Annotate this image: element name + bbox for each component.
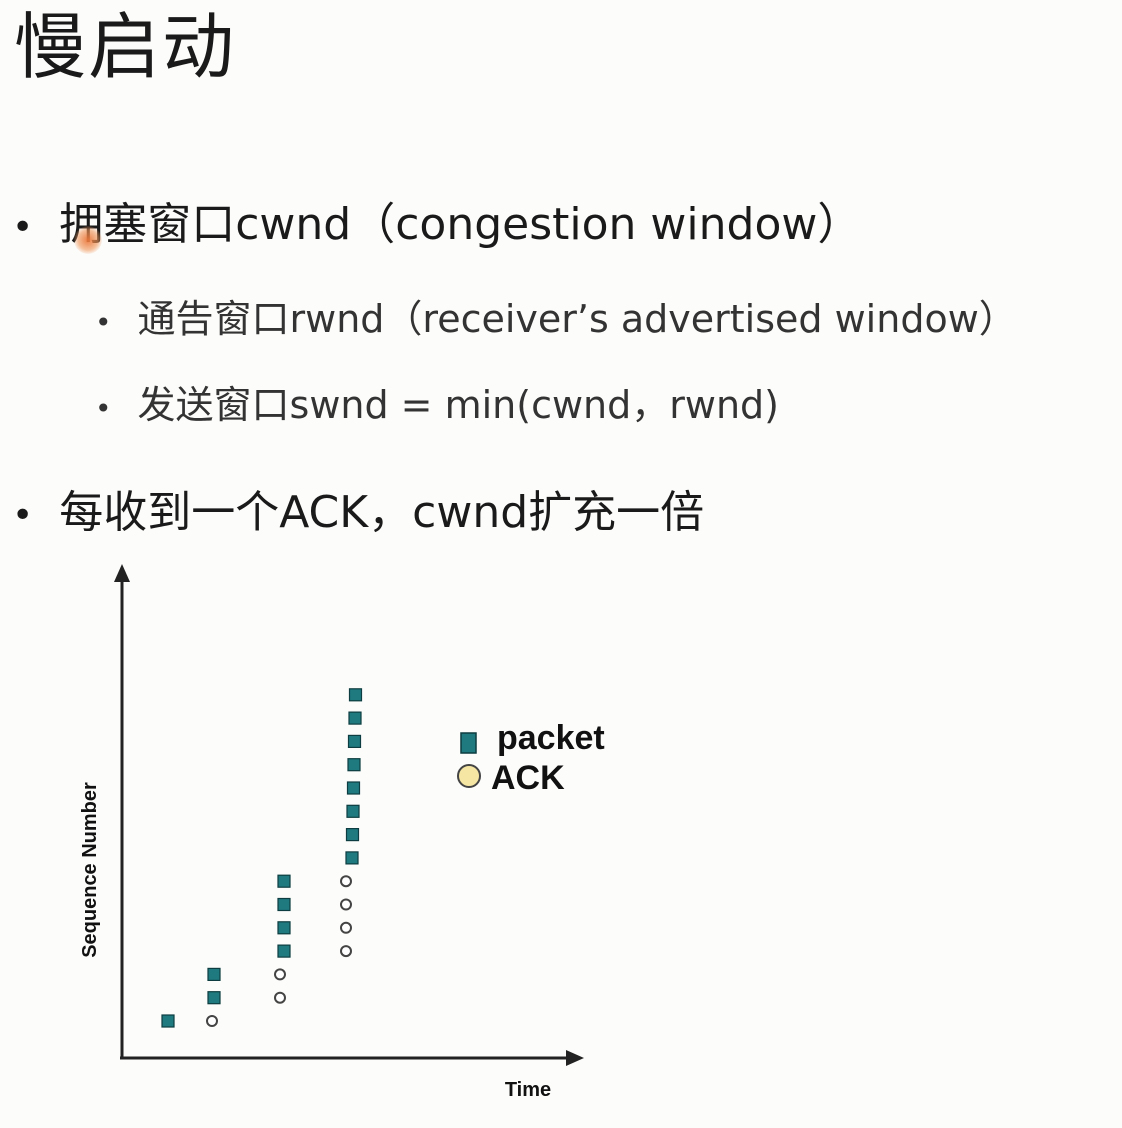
y-axis-arrow-icon [114,564,130,582]
ack-mark [274,991,286,1004]
packet-mark [277,874,291,888]
packet-mark [347,758,361,772]
bullet-cwnd: • 拥塞窗口cwnd（congestion window） [12,188,861,252]
packet-mark [345,828,360,842]
legend: packet ACK [457,719,605,797]
bullet-text: 拥塞窗口cwnd（congestion window） [59,199,862,250]
packet-mark [348,711,362,725]
ack-mark [340,875,352,888]
ack-mark [340,898,352,911]
legend-packet-label: packet [497,719,605,757]
packet-mark [348,688,363,702]
bullet-dot-icon: • [95,306,112,339]
slow-start-chart: Time Sequence Number packet ACK [79,564,605,1101]
bullet-rwnd: • 通告窗口rwnd（receiver’s advertised window） [95,288,1017,343]
ack-mark [340,945,352,958]
bullet-dot-icon: • [12,495,34,536]
mouse-cursor-icon [74,226,102,254]
ack-mark [340,921,352,934]
slide-title: 慢启动 [14,5,237,89]
packet-mark [346,781,361,795]
bullet-swnd: • 发送窗口swnd = min(cwnd，rwnd) [95,374,779,429]
bullet-text: 通告窗口rwnd（receiver’s advertised window） [137,297,1017,341]
x-axis-arrow-icon [566,1050,584,1066]
packet-mark [346,804,360,818]
x-axis-label: Time [505,1079,551,1101]
packet-mark [277,944,291,958]
legend-ack-swatch [457,764,481,788]
packet-mark [277,897,291,912]
ack-mark [206,1015,218,1027]
packet-mark [207,967,221,981]
y-axis-label: Sequence Number [79,782,101,958]
ack-mark [274,968,286,981]
packet-mark [161,1014,175,1028]
bullet-ack-doubling: • 每收到一个ACK，cwnd扩充一倍 [12,476,704,540]
packet-mark [345,851,359,865]
packet-mark [207,991,221,1005]
legend-packet-swatch [460,732,477,754]
packet-mark [277,921,291,935]
bullet-text: 每收到一个ACK，cwnd扩充一倍 [59,487,705,538]
legend-ack-label: ACK [491,759,565,797]
bullet-dot-icon: • [95,392,112,425]
bullet-text: 发送窗口swnd = min(cwnd，rwnd) [137,383,779,427]
bullet-dot-icon: • [12,207,34,248]
chart-marks [161,688,363,1028]
packet-mark [347,734,362,748]
